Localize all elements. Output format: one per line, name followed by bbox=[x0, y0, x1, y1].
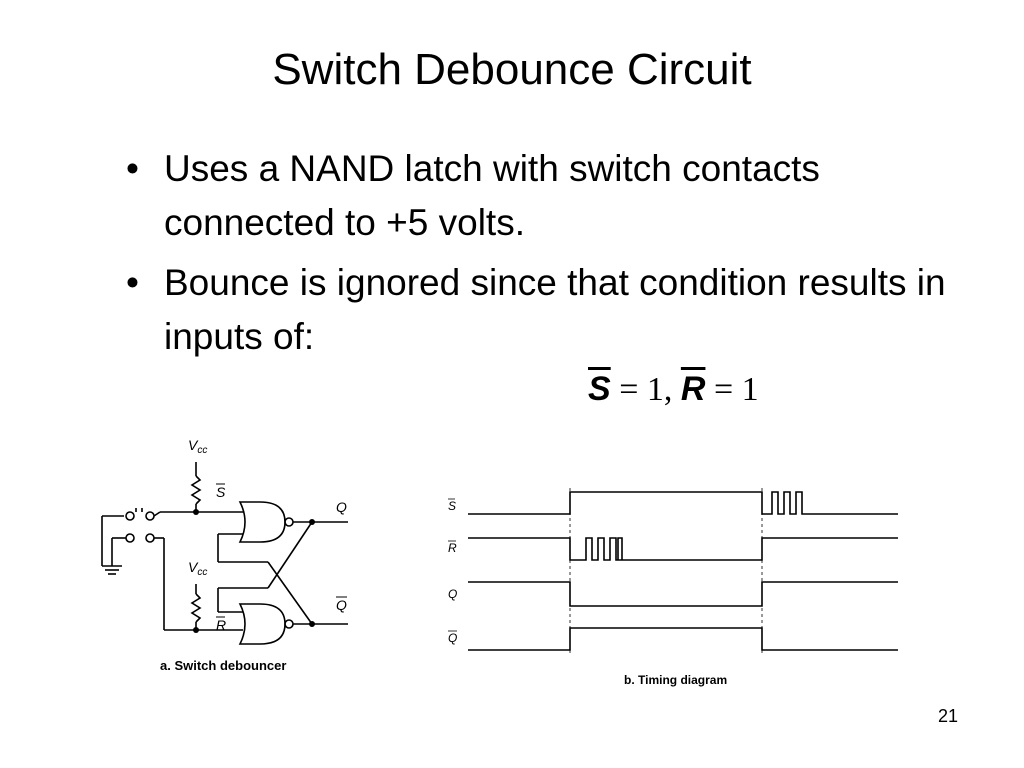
bullet-dot: • bbox=[126, 262, 139, 303]
timing-caption: b. Timing diagram bbox=[624, 673, 727, 687]
r-bar-variable: R bbox=[680, 370, 706, 408]
s-value: = 1, bbox=[610, 371, 681, 408]
page-number: 21 bbox=[938, 706, 959, 726]
vcc-top-label: Vcc bbox=[188, 437, 207, 456]
bullet-item: • Uses a NAND latch with switch contacts… bbox=[126, 142, 986, 250]
q-waveform bbox=[468, 581, 898, 607]
bullet-text: Bounce is ignored since that condition r… bbox=[164, 262, 946, 357]
r-bar-waveform bbox=[468, 537, 898, 561]
timing-q-label: Q bbox=[448, 587, 457, 601]
q-bar-output-label: Q bbox=[336, 597, 347, 613]
slide-title: Switch Debounce Circuit bbox=[272, 45, 752, 94]
timing-r-bar-label: R bbox=[448, 541, 457, 555]
bullet-text: Uses a NAND latch with switch contacts c… bbox=[164, 148, 820, 243]
r-value: = 1 bbox=[705, 371, 759, 408]
circuit-caption: a. Switch debouncer bbox=[160, 658, 286, 673]
bullet-item: • Bounce is ignored since that condition… bbox=[126, 256, 986, 364]
s-bar-waveform bbox=[468, 491, 898, 515]
bullet-dot: • bbox=[126, 148, 139, 189]
vcc-bottom-label: Vcc bbox=[188, 559, 207, 578]
r-bar-label: R bbox=[216, 617, 226, 633]
s-bar-label: S bbox=[216, 484, 226, 500]
bullet-list: • Uses a NAND latch with switch contacts… bbox=[126, 142, 986, 370]
inputs-equation: S = 1, R = 1 bbox=[588, 370, 759, 409]
s-bar-variable: S bbox=[588, 370, 611, 408]
timing-q-bar-label: Q bbox=[448, 631, 457, 645]
timing-s-bar-label: S bbox=[448, 499, 456, 513]
q-bar-waveform bbox=[468, 627, 898, 651]
q-output-label: Q bbox=[336, 499, 347, 515]
